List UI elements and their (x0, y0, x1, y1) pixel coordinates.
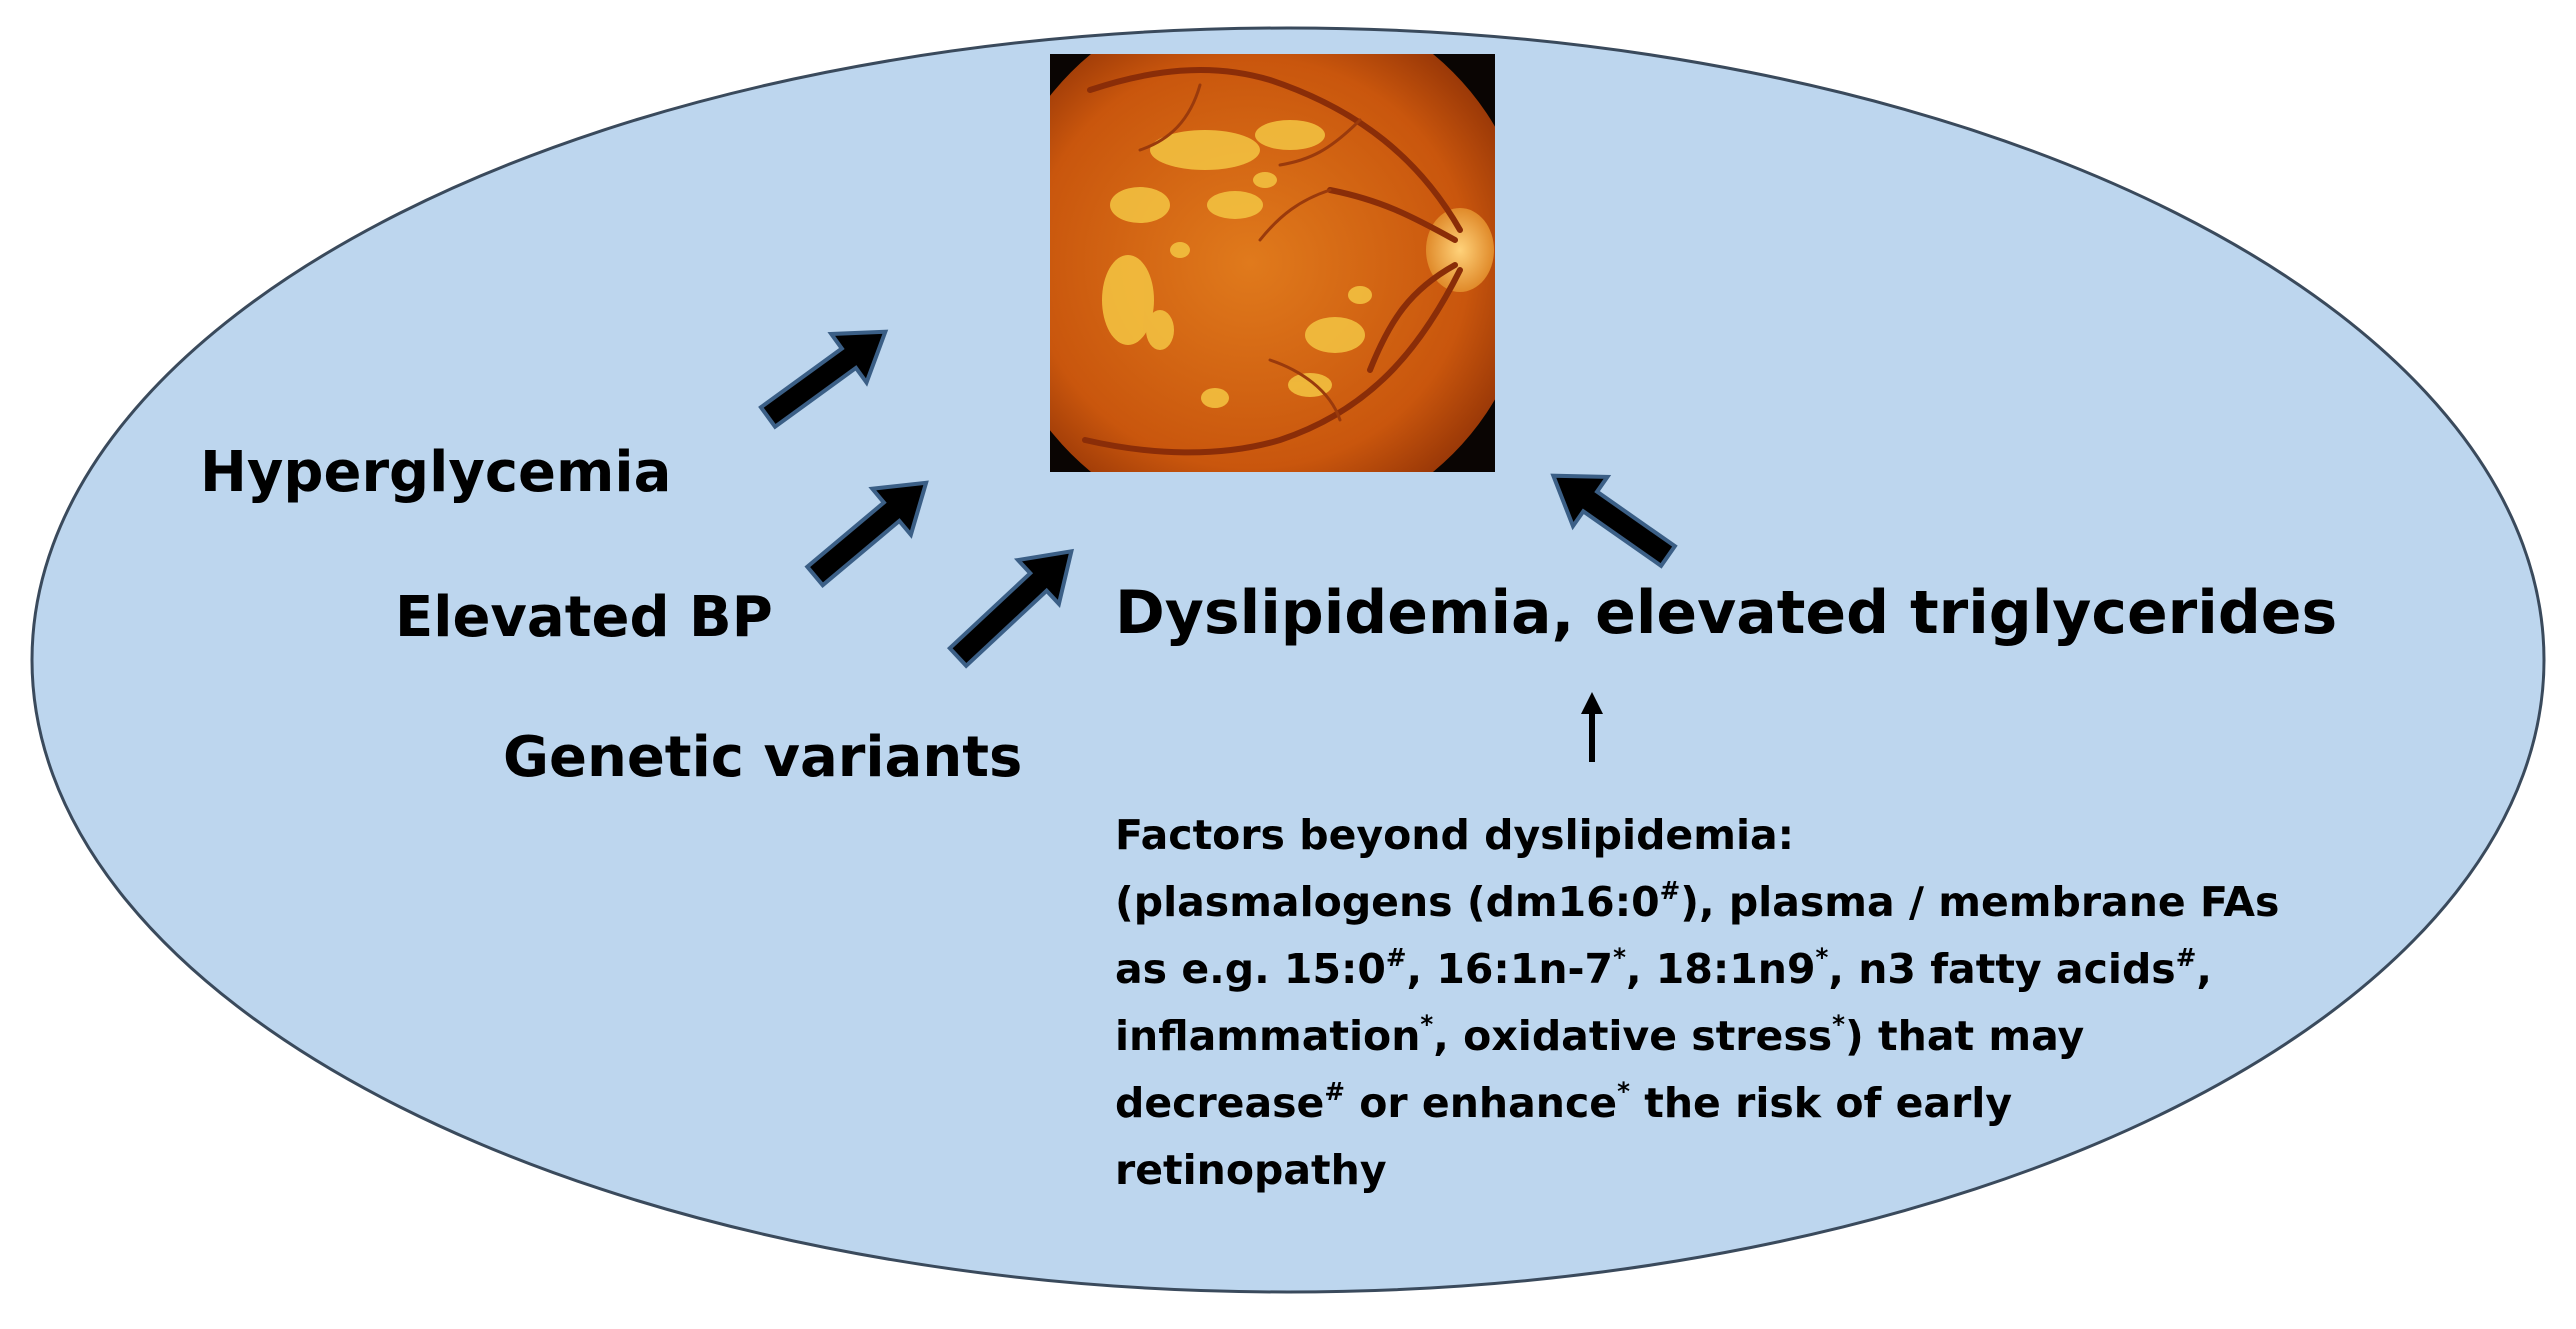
fundus-photo (1050, 54, 1495, 472)
arrow-factors-beyond (1581, 692, 1603, 762)
superscript: # (1324, 1076, 1345, 1106)
text-span: inflammation (1115, 1012, 1421, 1060)
text-span: , 18:1n9 (1625, 945, 1816, 993)
factors-line-3: as e.g. 15:0#, 16:1n-7*, 18:1n9*, n3 fat… (1115, 936, 2279, 1003)
text-span: the risk of early (1629, 1079, 2013, 1127)
text-span: decrease (1115, 1079, 1325, 1127)
arrow-genetic-variants (946, 548, 1074, 669)
text-span: retinopathy (1115, 1146, 1387, 1194)
superscript: # (1385, 942, 1407, 972)
text-span: or enhance (1344, 1079, 1618, 1127)
text-span: , n3 fatty acids (1828, 945, 2176, 993)
text-span: ) that may (1845, 1012, 2085, 1060)
arrow-hyperglycemia (758, 329, 889, 430)
factors-line-2: (plasmalogens (dm16:0#), plasma / membra… (1115, 869, 2279, 936)
factors-heading: Factors beyond dyslipidemia: (1115, 811, 1795, 859)
factors-beyond-text: Factors beyond dyslipidemia: (plasmaloge… (1115, 802, 2279, 1204)
label-genetic-variants: Genetic variants (503, 725, 1023, 790)
text-span: , oxidative stress (1433, 1012, 1833, 1060)
text-span: ), plasma / membrane FAs (1680, 878, 2280, 926)
factors-line-5: decrease# or enhance* the risk of early (1115, 1070, 2279, 1137)
factors-line-6: retinopathy (1115, 1137, 2279, 1204)
text-span: (plasmalogens (dm16:0 (1115, 878, 1660, 926)
arrow-elevated-bp (804, 480, 929, 589)
label-elevated-bp: Elevated BP (395, 585, 773, 650)
factors-line-4: inflammation*, oxidative stress*) that m… (1115, 1003, 2279, 1070)
superscript: * (1815, 942, 1829, 972)
text-span: , (2196, 945, 2212, 993)
superscript: # (2175, 942, 2197, 972)
label-hyperglycemia: Hyperglycemia (200, 440, 672, 505)
superscript: # (1659, 875, 1681, 905)
factors-line-1: Factors beyond dyslipidemia: (1115, 802, 2279, 869)
superscript: * (1613, 942, 1626, 972)
superscript: * (1832, 1009, 1846, 1039)
superscript: * (1420, 1009, 1434, 1039)
text-span: , 16:1n-7 (1406, 945, 1614, 993)
superscript: * (1617, 1076, 1630, 1106)
background-ellipse (30, 26, 2546, 1294)
label-dyslipidemia: Dyslipidemia, elevated triglycerides (1115, 578, 2338, 648)
text-span: as e.g. 15:0 (1115, 945, 1386, 993)
arrow-dyslipidemia (1550, 473, 1678, 569)
